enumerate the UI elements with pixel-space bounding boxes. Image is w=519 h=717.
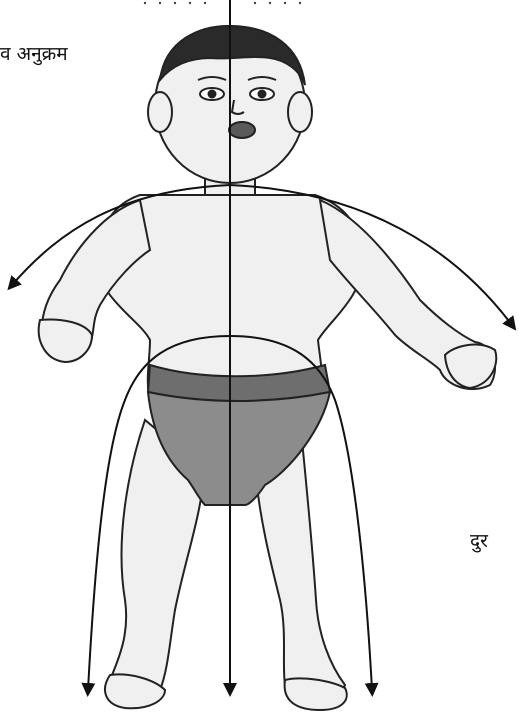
label-top-left: व अनुक्रम (0, 40, 68, 66)
right-ear (288, 92, 312, 132)
left-ear (148, 92, 172, 132)
top-dotted-marker (144, 2, 301, 4)
label-right: दुर (470, 527, 488, 553)
mouth (229, 122, 255, 138)
baby-body (42, 27, 495, 698)
left-hand (39, 320, 92, 362)
